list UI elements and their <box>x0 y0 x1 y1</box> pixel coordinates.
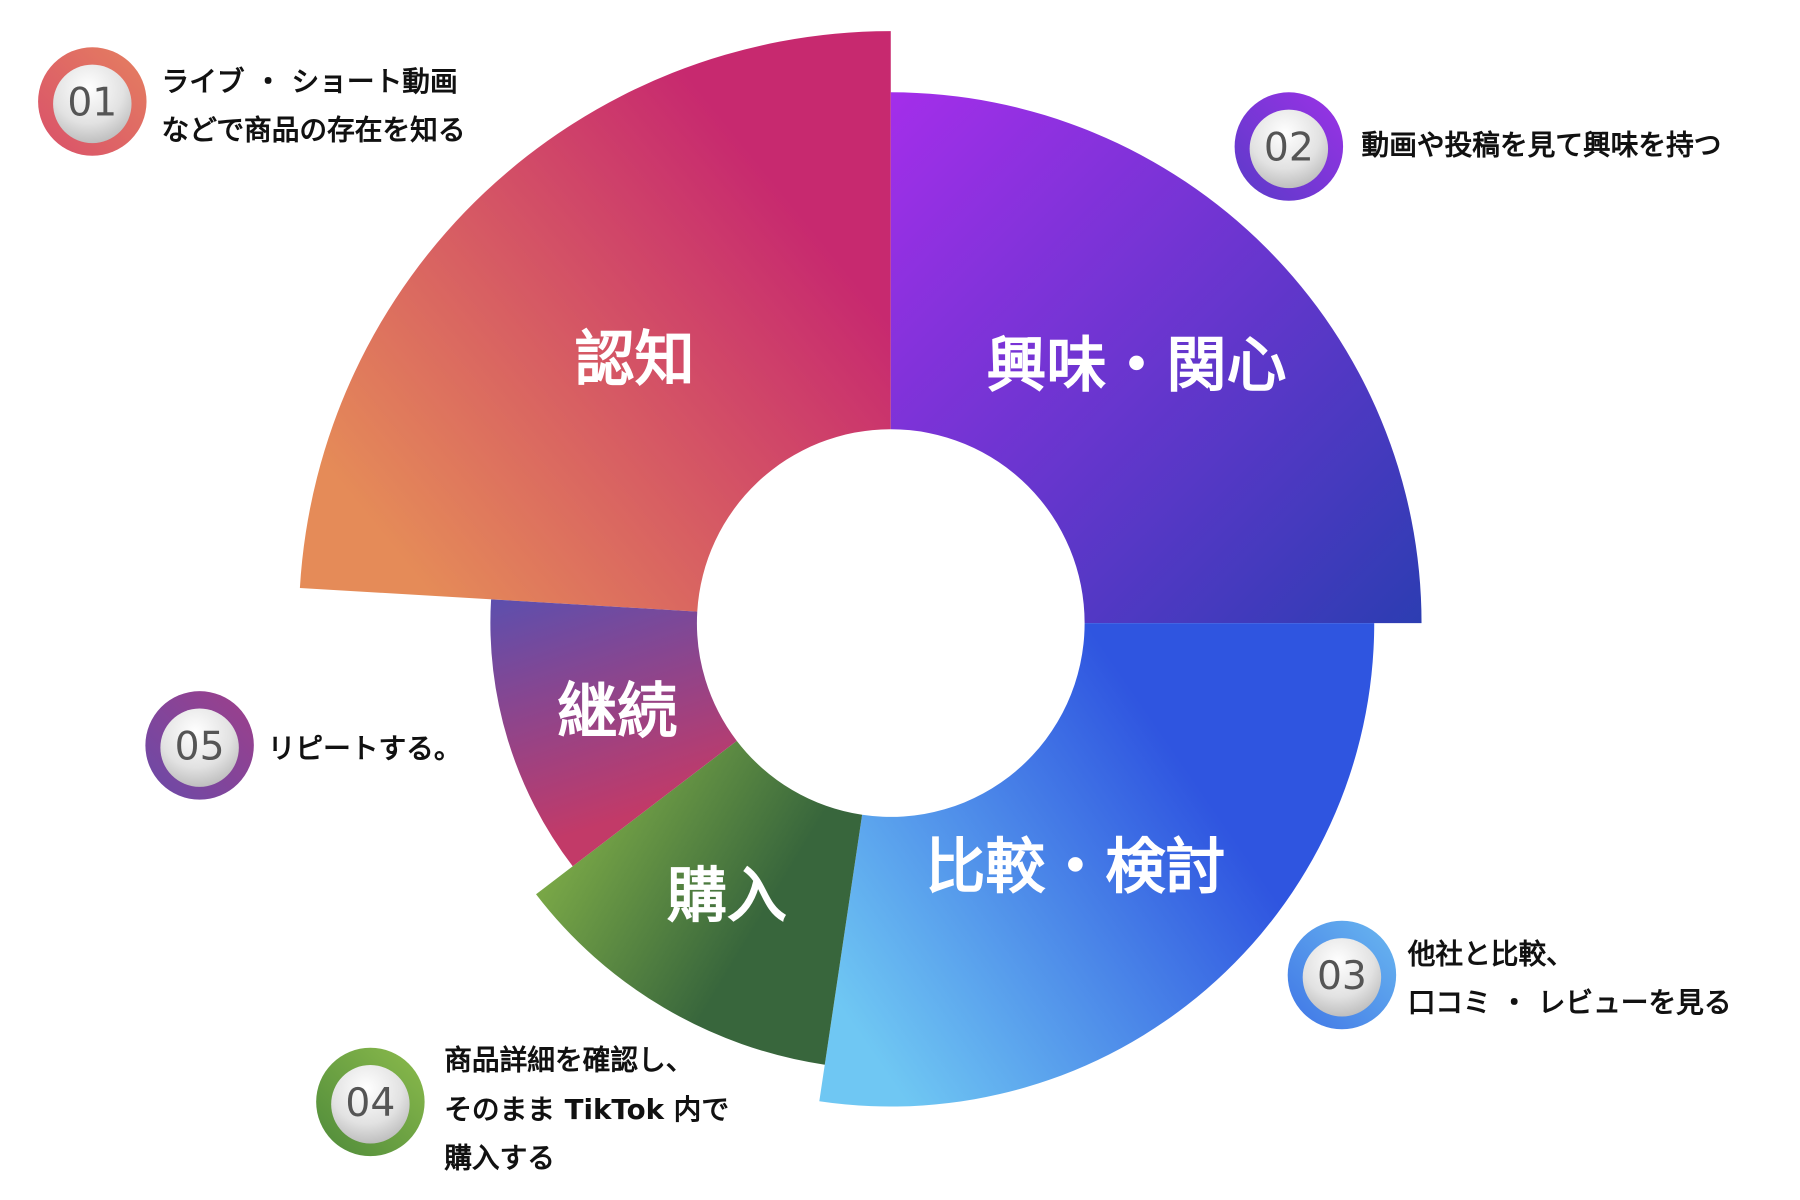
segment-label-awareness: 認知 <box>575 325 695 395</box>
step-description-line: などで商品の存在を知る <box>162 114 466 147</box>
step-02: 02 動画や投稿を見て興味を持つ <box>1234 92 1722 201</box>
step-badge-chip <box>53 64 132 144</box>
step-description-line: そのまま TikTok 内で <box>444 1093 729 1126</box>
segment-awareness <box>299 31 891 612</box>
step-description-line: 商品詳細を確認し、 <box>444 1044 693 1077</box>
step-number: 04 <box>345 1081 395 1126</box>
segment-label-purchase: 購入 <box>667 862 787 932</box>
step-badge-chip <box>331 1065 410 1144</box>
step-number: 02 <box>1264 126 1314 171</box>
segment-label-retention: 継続 <box>557 677 677 747</box>
segment-interest <box>890 92 1422 624</box>
step-number: 03 <box>1317 954 1367 999</box>
step-number: 01 <box>67 81 117 126</box>
step-03: 03 他社と比較、 口コミ ・ レビューを見る <box>1287 920 1732 1030</box>
step-badge-chip <box>1302 938 1382 1017</box>
segment-retention <box>490 599 737 867</box>
step-description-line: ライブ ・ ショート動画 <box>162 65 458 98</box>
step-01: 01 ライブ ・ ショート動画 などで商品の存在を知る <box>38 47 466 156</box>
segment-label-comparison: 比較・検討 <box>925 833 1225 903</box>
step-badge-chip <box>160 708 239 787</box>
segment-label-interest: 興味・関心 <box>987 331 1287 401</box>
step-number: 05 <box>175 724 225 769</box>
step-description-line: 購入する <box>444 1142 555 1175</box>
step-badge-chip <box>1249 109 1329 189</box>
step-description-line: 他社と比較、 <box>1407 937 1574 970</box>
step-description-line: リピートする。 <box>268 732 462 765</box>
step-description-line: 口コミ ・ レビューを見る <box>1408 986 1732 1019</box>
step-description-line: 動画や投稿を見て興味を持つ <box>1362 129 1722 162</box>
step-04: 04 商品詳細を確認し、 そのまま TikTok 内で 購入する <box>316 1044 729 1175</box>
step-05: 05 リピートする。 <box>145 691 462 800</box>
segment-purchase <box>536 740 863 1065</box>
segment-comparison <box>819 623 1375 1107</box>
